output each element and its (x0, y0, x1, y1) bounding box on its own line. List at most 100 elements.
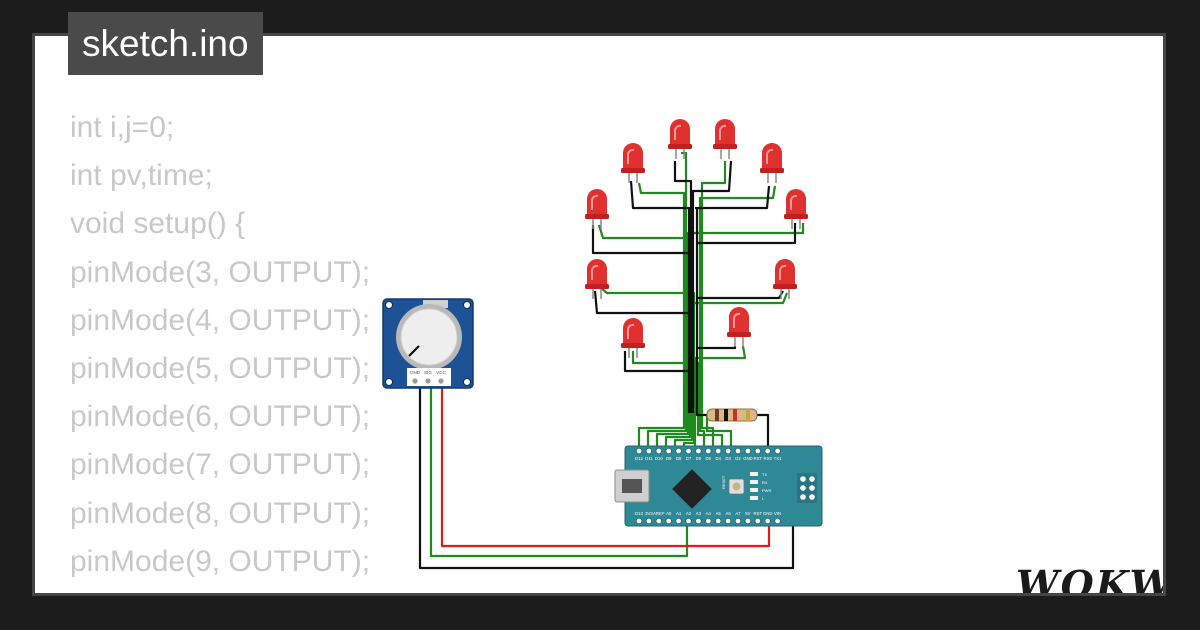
bottom-pin (715, 517, 722, 525)
top-pin-label: RX0 (764, 456, 773, 461)
bottom-pin-label: A4 (706, 511, 712, 516)
top-pin-label: TX1 (774, 456, 782, 461)
code-line: pinMode(4, OUTPUT); (70, 303, 371, 337)
code-line: int i,j=0; (70, 111, 175, 144)
red-led (668, 119, 692, 159)
bottom-pin (695, 517, 702, 525)
bottom-pin (665, 517, 672, 525)
bottom-pin (635, 517, 643, 525)
pot-pin-gnd: GND (410, 370, 421, 375)
bottom-pin (724, 517, 732, 525)
top-pin-label: D2 (735, 456, 741, 461)
bottom-pin-label: VIN (774, 511, 781, 516)
red-led (585, 189, 609, 229)
code-line: pinMode(3, OUTPUT); (70, 255, 371, 289)
bottom-pin (705, 517, 712, 525)
top-pin-label: D12 (635, 456, 643, 461)
bottom-pin (655, 517, 662, 525)
top-pin (715, 447, 722, 455)
top-pin (695, 447, 702, 455)
bottom-pin (744, 517, 752, 525)
red-led (585, 259, 609, 299)
bottom-pin-label: A2 (686, 511, 692, 516)
top-pin (774, 447, 781, 455)
top-pin (645, 447, 653, 455)
wokwi-logo-text: WOKWi (1016, 562, 1163, 596)
pot-gnd-wire (418, 388, 795, 570)
top-pin-label: RST (753, 456, 762, 461)
code-line: void setup() { (70, 207, 246, 241)
pot-vcc-wire (440, 388, 771, 548)
top-pin (685, 447, 692, 455)
code-line: pinMode(5, OUTPUT); (70, 351, 371, 385)
top-pin (705, 447, 712, 455)
pwr-label: PWR (762, 488, 771, 493)
pot-pin-sig: SIG (424, 370, 432, 375)
led-wires-green (597, 151, 805, 448)
top-pin-label: D7 (686, 456, 692, 461)
rx-label: RX (762, 480, 768, 485)
bottom-pin (645, 517, 653, 525)
top-pin-label: D6 (696, 456, 702, 461)
red-led (727, 307, 751, 347)
bottom-pin (734, 517, 742, 525)
led-group (585, 119, 808, 358)
top-pin (655, 447, 662, 455)
bottom-pin-label: A6 (725, 511, 731, 516)
bottom-pin-label: D13 (635, 511, 643, 516)
code-line: pinMode(6, OUTPUT); (70, 400, 371, 434)
code-line: pinMode(7, OUTPUT); (70, 448, 371, 482)
bottom-pin-label: GND (763, 511, 773, 516)
tx-label: TX (762, 472, 767, 477)
red-led (713, 119, 737, 159)
top-pin (764, 447, 771, 455)
code-line: pinMode(9, OUTPUT); (70, 544, 371, 578)
top-pin (744, 447, 752, 455)
top-pin (734, 447, 742, 455)
red-led (621, 318, 645, 358)
top-pin-label: D5 (706, 456, 712, 461)
bottom-pin-label: RST (753, 511, 762, 516)
potentiometer: GND SIG VCC (382, 298, 474, 389)
resistor (706, 408, 758, 422)
top-pin-label: D4 (715, 456, 721, 461)
top-pin-label: D3 (725, 456, 731, 461)
pot-pin-vcc: VCC (436, 370, 446, 375)
bottom-pin-label: 5V (745, 511, 750, 516)
top-pin-label: D9 (666, 456, 672, 461)
top-pin (635, 447, 643, 455)
code-line: int pv,time; (70, 159, 213, 193)
code-preview: int i,j=0; int pv,time; void setup() { pinM… (70, 104, 387, 593)
preview-card: int i,j=0; int pv,time; void setup() { pinM… (32, 33, 1166, 596)
top-pin-label: D11 (645, 456, 653, 461)
bottom-pin (685, 517, 692, 525)
bottom-pin-label: A5 (716, 511, 722, 516)
atmega-chip (672, 469, 712, 509)
file-tab[interactable]: sketch.ino (68, 12, 263, 75)
l-label: L (762, 496, 765, 501)
bottom-pin-label: A0 (666, 511, 672, 516)
pot-knob[interactable] (400, 308, 458, 366)
bottom-pin-label: A3 (696, 511, 702, 516)
top-pin-label: D10 (655, 456, 663, 461)
icsp-header (797, 473, 817, 503)
pwr-led (750, 488, 758, 492)
top-pin (665, 447, 672, 455)
top-pin (754, 447, 761, 455)
red-led (760, 143, 784, 183)
bottom-pin (774, 517, 781, 525)
red-led (773, 259, 797, 299)
led-wires-black (591, 160, 797, 448)
bottom-pin (764, 517, 771, 525)
top-pin-label: GND (743, 456, 753, 461)
top-pin (675, 447, 682, 455)
pot-sig-wire (429, 388, 689, 558)
l-led (750, 496, 758, 500)
bottom-pin (675, 517, 682, 525)
red-led (621, 143, 645, 183)
bottom-pin-label: 3V3 (645, 511, 653, 516)
